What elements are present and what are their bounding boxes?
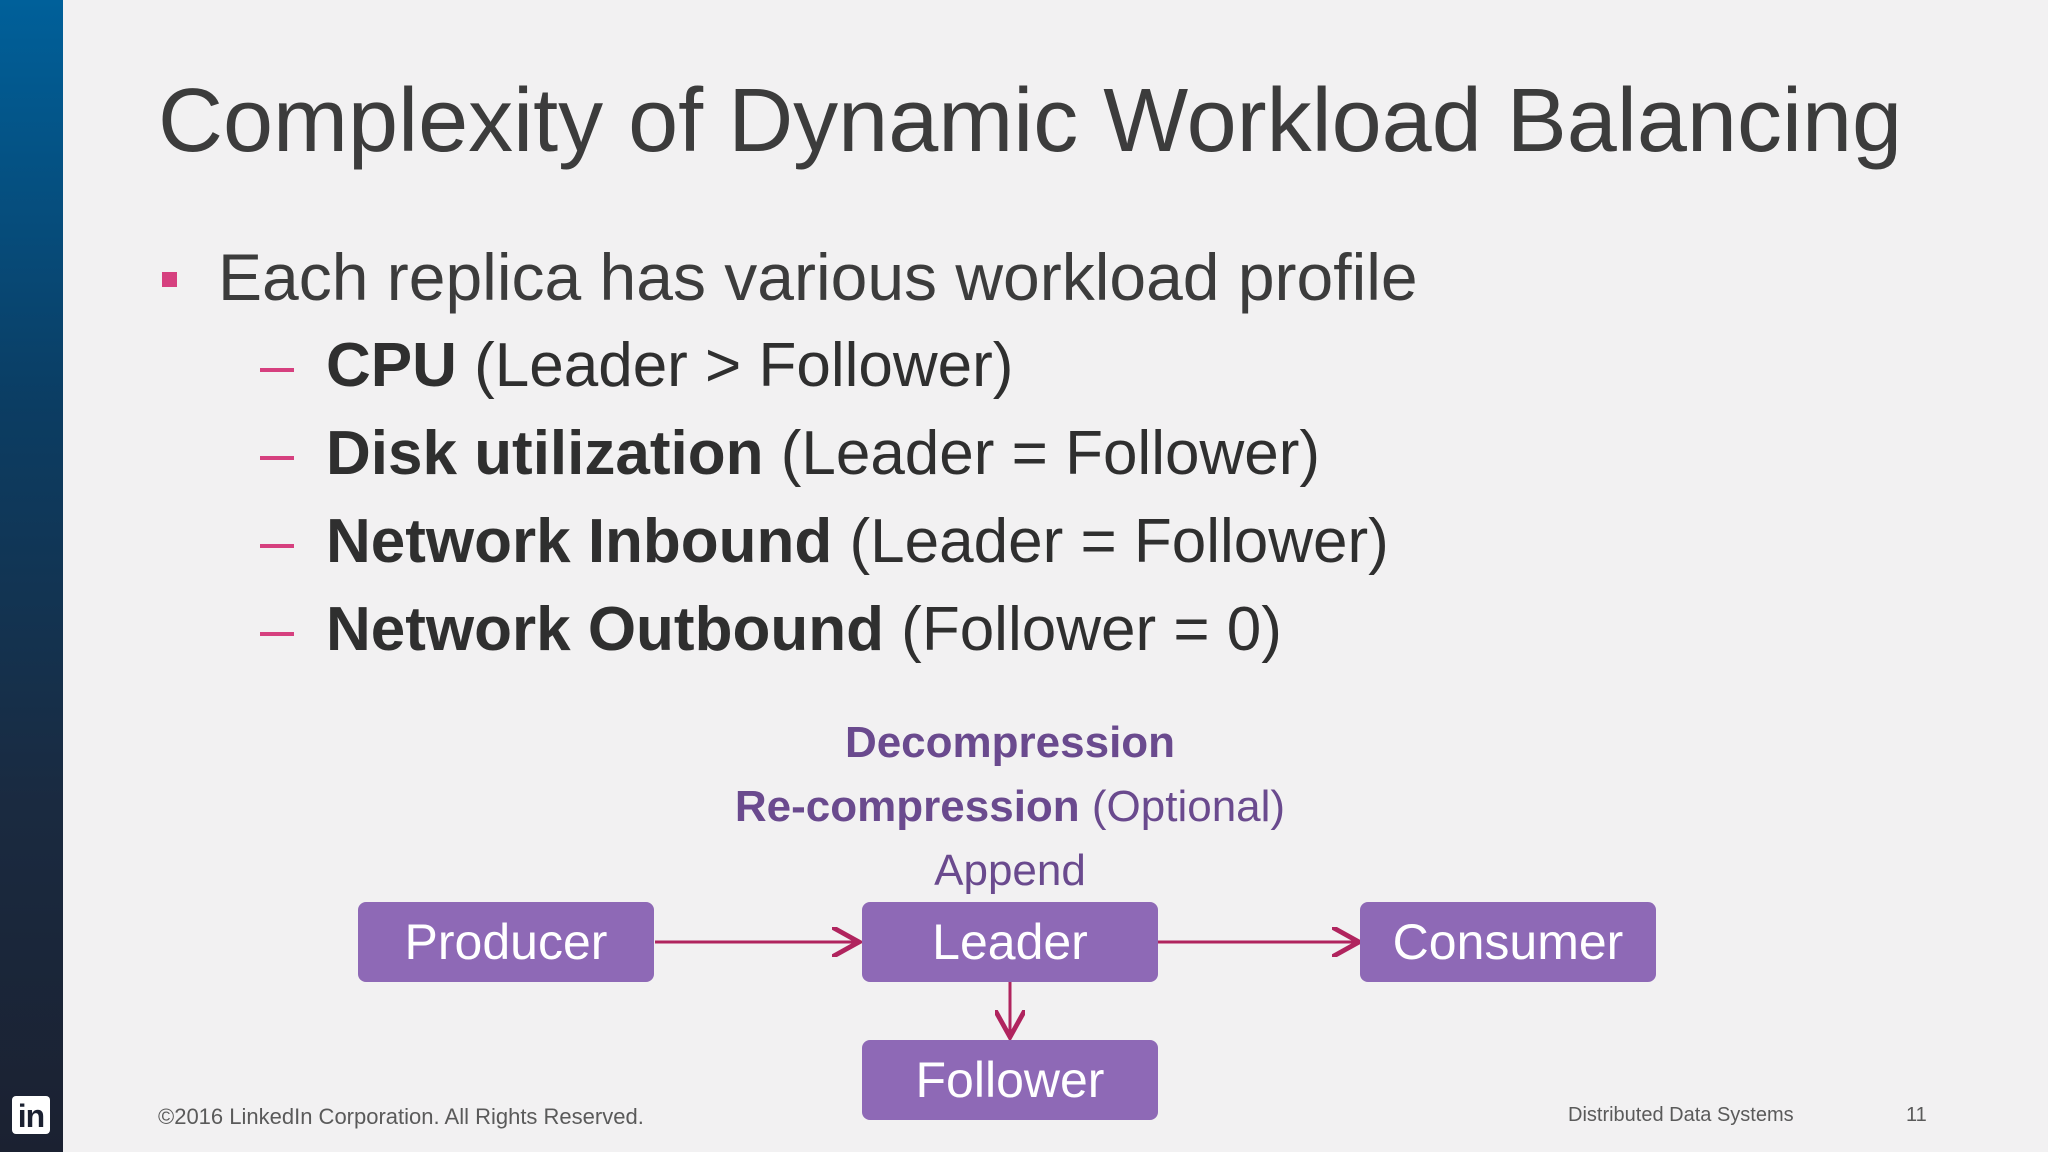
dash-bullet-icon: [260, 368, 294, 372]
page-number: 11: [1906, 1104, 1927, 1126]
footer-section: Distributed Data Systems: [1568, 1104, 1794, 1126]
sub-bullet-text: Network Inbound (Leader = Follower): [326, 506, 1389, 577]
sub-bullet-normal: (Follower = 0): [883, 595, 1282, 664]
sub-bullet-bold: Network Inbound: [326, 507, 833, 576]
leader-op-decompression: Decompression: [720, 718, 1300, 769]
leader-op-recompression: Re-compression (Optional): [720, 782, 1300, 833]
sub-bullet-normal: (Leader > Follower): [456, 331, 1014, 400]
dash-bullet-icon: [260, 456, 294, 460]
slide-title: Complexity of Dynamic Workload Balancing: [158, 71, 1903, 171]
leader-node: Leader: [862, 902, 1158, 982]
square-bullet-icon: [162, 272, 177, 287]
dash-bullet-icon: [260, 544, 294, 548]
sub-bullet-normal: (Leader = Follower): [763, 419, 1321, 488]
op-label: Decompression: [844, 718, 1176, 767]
producer-node: Producer: [358, 902, 654, 982]
main-bullet-text: Each replica has various workload profil…: [218, 240, 1418, 314]
sub-bullet-bold: Disk utilization: [326, 419, 764, 488]
sub-bullet-bold: Network Outbound: [326, 595, 884, 664]
dash-bullet-icon: [260, 632, 294, 636]
op-label: Append: [934, 846, 1086, 895]
consumer-node: Consumer: [1360, 902, 1656, 982]
sub-bullet-bold: CPU: [326, 331, 457, 400]
follower-node: Follower: [862, 1040, 1158, 1120]
sub-bullet-text: Disk utilization (Leader = Follower): [326, 418, 1320, 489]
op-label-normal: (Optional): [1079, 782, 1286, 831]
leader-op-append: Append: [720, 846, 1300, 897]
op-label-bold: Re-compression: [734, 782, 1080, 831]
sub-bullet-text: Network Outbound (Follower = 0): [326, 594, 1282, 665]
sub-bullet-normal: (Leader = Follower): [832, 507, 1389, 576]
footer-copyright: ©2016 LinkedIn Corporation. All Rights R…: [158, 1104, 644, 1129]
sidebar-band: [0, 0, 63, 1152]
linkedin-logo-icon: in: [12, 1096, 50, 1134]
sub-bullet-text: CPU (Leader > Follower): [326, 330, 1013, 401]
